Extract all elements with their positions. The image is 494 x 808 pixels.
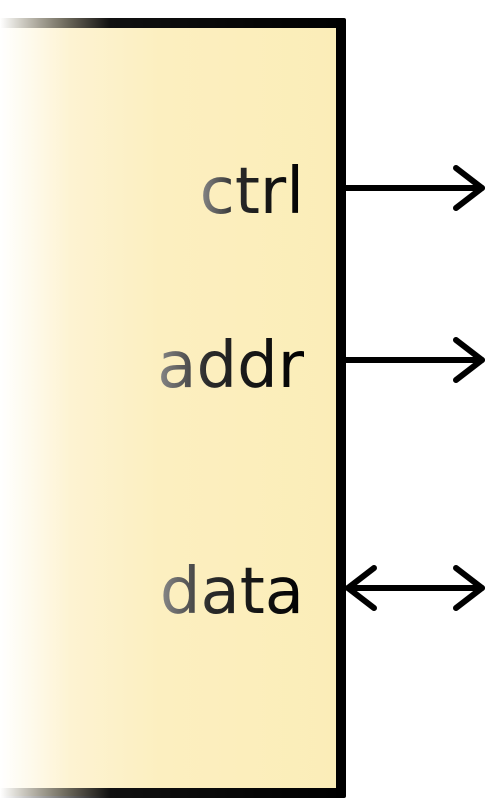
block-top-edge [0,18,346,28]
port-label-ctrl: ctrl [199,155,304,229]
ctrl-output-arrow [341,165,485,211]
data-bidirectional-arrow [345,565,485,611]
block-right-edge [336,18,346,798]
port-label-data: data [159,555,304,629]
port-label-addr: addr [157,329,304,403]
addr-output-arrow [341,337,485,383]
component-block [0,18,340,796]
block-bottom-edge [0,788,346,798]
